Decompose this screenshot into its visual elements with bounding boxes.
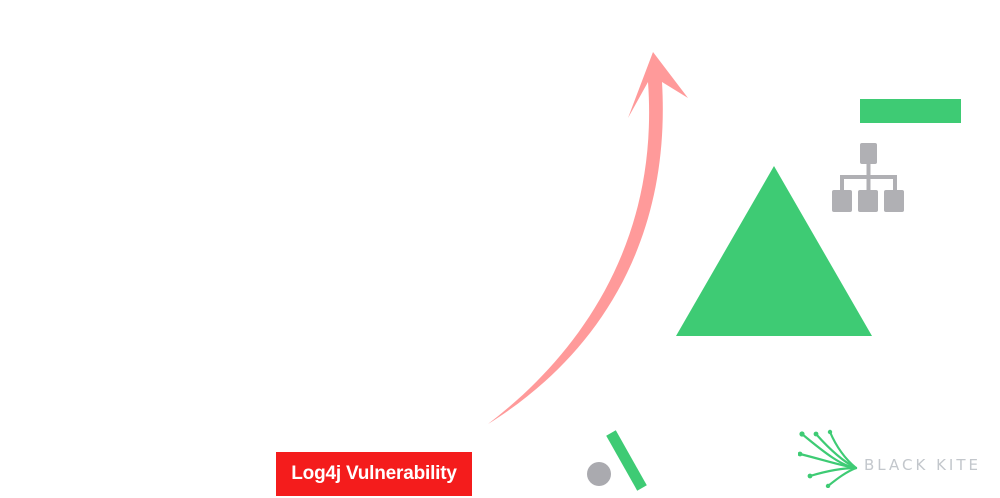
rising-arrow [488, 52, 688, 424]
log4j-vulnerability-label: Log4j Vulnerability [276, 452, 472, 496]
green-slash [606, 430, 647, 491]
black-kite-logo: BLACK KITE [797, 428, 1000, 489]
green-triangle [676, 166, 872, 336]
hierarchy-icon [832, 143, 904, 212]
gray-dot [587, 462, 611, 486]
green-bar [860, 99, 961, 123]
brand-wordmark: BLACK KITE [864, 456, 981, 474]
kite-logo-icon [797, 429, 858, 489]
